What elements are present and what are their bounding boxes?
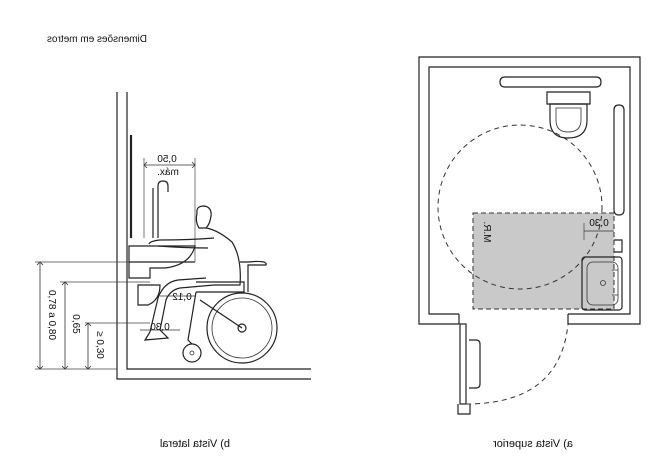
turning-circle	[437, 124, 603, 290]
toilet-seat	[555, 107, 582, 133]
wheelchair-user-icon	[143, 205, 278, 364]
wheel-hub	[237, 323, 247, 333]
chair-frame-brace	[199, 299, 243, 329]
sink-drain	[600, 280, 606, 286]
forearm	[157, 245, 209, 249]
units-note: Dimensões em metros	[47, 34, 147, 45]
side-grab-bar	[613, 104, 625, 216]
side-view: 0,78 a 0,80 0,65 ≥ 0,30 0,50 máx. 0,12 0…	[35, 92, 311, 450]
top-view-caption: a) Vista superior	[493, 438, 573, 450]
dim-height-seat: 0,65	[70, 314, 81, 334]
torso	[205, 227, 241, 286]
dim-depth-note: máx.	[157, 167, 179, 178]
chair-handle	[240, 260, 267, 292]
grab-handle	[157, 180, 169, 238]
wall-fixture	[614, 239, 623, 253]
dim-top-030-value: 0,30	[589, 218, 609, 229]
dim-ticks-depth	[143, 161, 196, 169]
room-outer-wall	[418, 56, 641, 325]
door-pull-bar	[469, 339, 481, 389]
head	[195, 205, 212, 229]
arm	[148, 237, 215, 245]
big-wheel-inner	[211, 297, 273, 359]
dim-ticks-outer	[36, 261, 44, 370]
chair-frame	[187, 291, 197, 345]
sink-basin	[586, 261, 619, 306]
sink-icon	[581, 256, 623, 311]
leg-lower	[149, 277, 207, 333]
toilet-tank	[546, 91, 591, 105]
door-swing-arc	[465, 323, 569, 405]
floor-outline	[116, 92, 311, 380]
chair-seat	[196, 281, 245, 293]
big-wheel	[206, 292, 278, 364]
siphon	[137, 284, 161, 306]
toilet-bowl	[549, 103, 588, 139]
dim-ticks-inner	[84, 322, 92, 370]
dim-height-knee: ≥ 0,30	[94, 331, 105, 359]
side-view-caption: b) Vista lateral	[160, 438, 230, 450]
small-wheel-hub	[189, 350, 195, 356]
dim-depth-value: 0,50	[157, 154, 177, 165]
sink-tap	[612, 269, 618, 296]
floor-inner	[126, 92, 311, 370]
leg-upper	[159, 284, 215, 331]
maneuver-area-label: M.R.	[481, 221, 492, 242]
foot	[143, 329, 170, 341]
small-wheel	[182, 343, 202, 363]
door-leaf	[459, 323, 467, 405]
top-view: M.R. 0,30 a) Vista superior	[418, 56, 641, 450]
room-inner-wall	[428, 66, 631, 315]
toilet-icon	[546, 91, 591, 139]
sink-counter	[581, 256, 623, 311]
dim-012-value: 0,12	[172, 292, 192, 303]
maneuver-area	[472, 212, 615, 310]
door-handle	[457, 404, 471, 415]
top-grab-bar	[499, 76, 602, 88]
dim-030-value: 0,30	[150, 322, 170, 333]
dim-height-bar: 0,78 a 0,80	[46, 290, 57, 340]
dim-ticks-middle	[61, 281, 69, 370]
